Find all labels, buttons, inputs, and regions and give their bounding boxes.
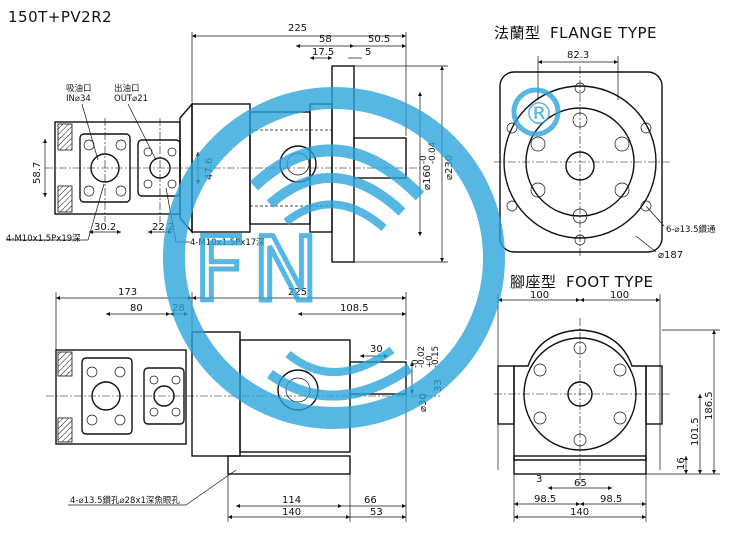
dim-flange-diameter: ⌀230 xyxy=(444,155,455,180)
foot-title-cn: 腳座型 xyxy=(510,273,557,291)
hatch-bottom-left xyxy=(57,185,73,213)
side-port-block xyxy=(55,349,187,445)
dim-foot-holes: 114 xyxy=(282,495,301,506)
dim-hole-right: 98.5 xyxy=(600,494,622,505)
dim-pilot: 17.5 xyxy=(312,47,334,58)
dim-flange-right: 50.5 xyxy=(368,34,390,45)
outlet-size: OUT⌀21 xyxy=(114,94,148,104)
dim-foot-offset: 66 xyxy=(364,495,377,506)
dim-pilot-tol-upper: -0 xyxy=(419,156,429,164)
dim-shaft-tol-b-upper: +0 xyxy=(425,355,435,368)
dim-pilot-diameter: ⌀160 xyxy=(422,165,433,190)
dim-shaft-step: 5 xyxy=(365,47,371,58)
dim-foot-end: 53 xyxy=(370,507,383,518)
foot-body-outline xyxy=(513,329,647,461)
dim-foot-len: 140 xyxy=(282,507,301,518)
inlet-label: 吸油口 xyxy=(66,83,92,94)
outlet-thread-note: 4-M10x1.5Px17深 xyxy=(190,238,265,248)
inlet-thread-note: 4-M10x1.5Px19深 xyxy=(6,234,81,244)
dim-pilot-tol-lower: -0.04 xyxy=(428,142,438,164)
dim-base-thickness: 16 xyxy=(676,457,687,470)
dim-shaft-tol-b-lower: -0.15 xyxy=(431,346,441,368)
side-foot xyxy=(227,455,351,475)
dim-outlet-spacing: 22.2 xyxy=(152,222,174,233)
logo-letters: FN xyxy=(194,218,326,321)
foot-holes-note: 4-⌀13.5鑽孔⌀28x1深魚眼孔 xyxy=(70,495,180,506)
dim-base-center: 65 xyxy=(574,478,587,489)
dim-hole-left: 98.5 xyxy=(534,494,556,505)
dim-shaft-tol-a-lower: -0.02 xyxy=(417,346,427,368)
foot-title-en: FOOT TYPE xyxy=(566,273,654,291)
hatch-top-left xyxy=(57,123,73,151)
dim-flange-to-end: 108.5 xyxy=(340,303,369,314)
inlet-size: IN⌀34 xyxy=(66,94,91,104)
dim-center-height: 101.5 xyxy=(690,417,701,446)
dim-port-spacing: 30.2 xyxy=(94,222,116,233)
registered-ring xyxy=(511,87,561,137)
dim-port-height: 58.7 xyxy=(32,162,43,184)
flange-title-en: FLANGE TYPE xyxy=(550,24,657,42)
logo-ring-outer xyxy=(163,87,505,429)
dim-flange-dist: 58 xyxy=(319,34,332,45)
dim-motor-len: 173 xyxy=(118,287,137,298)
dim-base-width: 140 xyxy=(570,507,589,518)
model-title: 150T+PV2R2 xyxy=(8,8,112,26)
dim-total-height: 186.5 xyxy=(704,391,715,420)
dim-half-width-right: 100 xyxy=(610,290,629,301)
dim-side-overall: 225 xyxy=(288,287,307,298)
flange-view: 法蘭型 FLANGE TYPE 82.3 6-⌀13.5鑽通 ⌀187 xyxy=(494,24,716,261)
dim-half-width-left: 100 xyxy=(530,290,549,301)
flange-width: 82.3 xyxy=(567,50,589,61)
dim-port-spacing-side: 80 xyxy=(130,303,143,314)
flange-title-cn: 法蘭型 xyxy=(494,24,541,42)
dim-shaft-tol-a-upper: -0 xyxy=(411,360,421,368)
dim-shaft-len: 30 xyxy=(370,344,383,355)
watermark-logo: ® FN xyxy=(163,87,561,429)
flange-pcd-label: ⌀187 xyxy=(658,250,683,261)
dim-slot: 3 xyxy=(536,474,542,485)
flange-bolt-holes: 6-⌀13.5鑽通 xyxy=(666,224,716,235)
dim-overall-length: 225 xyxy=(288,23,307,34)
registered-mark: ® xyxy=(524,97,554,132)
outlet-label: 出油口 xyxy=(114,83,140,94)
foot-view: 腳座型 FOOT TYPE 100 100 186.5 101.5 16 3 6… xyxy=(494,273,720,522)
